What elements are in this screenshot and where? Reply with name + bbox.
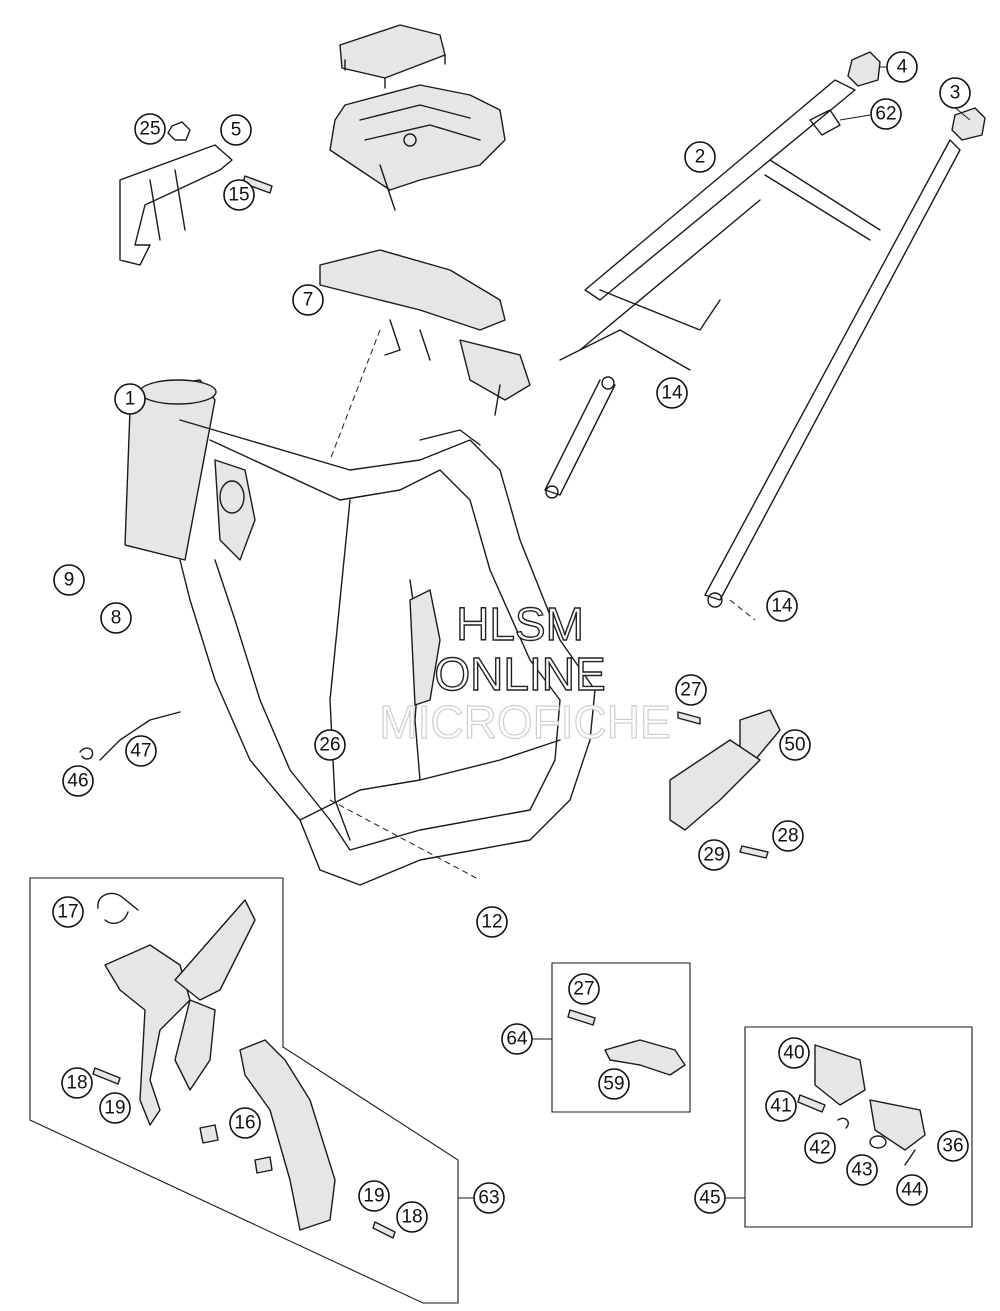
svg-text:12: 12 — [481, 912, 502, 933]
cable-part — [99, 711, 181, 761]
svg-text:18: 18 — [401, 1207, 422, 1228]
callout-27a: 27 — [675, 674, 707, 706]
callout-7: 7 — [292, 284, 324, 316]
svg-text:29: 29 — [703, 845, 724, 866]
svg-text:64: 64 — [506, 1029, 528, 1050]
callout-18b: 18 — [396, 1201, 428, 1233]
svg-text:19: 19 — [104, 1098, 125, 1119]
svg-text:27: 27 — [680, 680, 701, 701]
svg-text:40: 40 — [783, 1043, 804, 1064]
svg-text:4: 4 — [897, 57, 908, 78]
callout-15: 15 — [223, 179, 255, 211]
callout-64: 64 — [501, 1023, 533, 1055]
svg-text:1: 1 — [125, 389, 136, 410]
chain-guide-part — [669, 709, 781, 859]
callout-45: 45 — [694, 1182, 726, 1214]
svg-text:9: 9 — [64, 570, 75, 591]
callout-46: 46 — [62, 765, 94, 797]
callout-14b: 14 — [766, 590, 798, 622]
svg-text:43: 43 — [851, 1160, 872, 1181]
svg-text:50: 50 — [784, 735, 805, 756]
callout-18a: 18 — [61, 1067, 93, 1099]
frame-protector-part — [92, 892, 396, 1239]
watermark-line-2: ONLINE — [434, 648, 605, 700]
svg-text:26: 26 — [319, 735, 340, 756]
svg-text:14: 14 — [771, 596, 793, 617]
svg-text:8: 8 — [111, 608, 122, 629]
svg-text:41: 41 — [770, 1096, 791, 1117]
callout-63: 63 — [473, 1182, 505, 1214]
svg-text:46: 46 — [67, 771, 88, 792]
callout-44: 44 — [896, 1174, 928, 1206]
svg-text:15: 15 — [228, 185, 249, 206]
callout-50: 50 — [779, 729, 811, 761]
main-frame-part — [124, 379, 596, 886]
clip-part — [79, 747, 94, 760]
svg-text:17: 17 — [57, 902, 78, 923]
assembly-line-14 — [729, 599, 756, 621]
svg-text:28: 28 — [777, 826, 798, 847]
svg-text:36: 36 — [942, 1136, 963, 1157]
electronics-tray-part — [329, 24, 506, 211]
callout-16: 16 — [229, 1107, 261, 1139]
svg-text:45: 45 — [699, 1188, 720, 1209]
svg-text:18: 18 — [66, 1073, 87, 1094]
callout-12: 12 — [476, 906, 508, 938]
svg-text:27: 27 — [573, 979, 594, 1000]
callout-2: 2 — [684, 141, 716, 173]
svg-text:16: 16 — [234, 1113, 255, 1134]
callout-17: 17 — [52, 896, 84, 928]
callout-28: 28 — [772, 820, 804, 852]
svg-text:47: 47 — [130, 741, 151, 762]
svg-text:3: 3 — [950, 83, 961, 104]
callout-8: 8 — [100, 602, 132, 634]
callout-29: 29 — [698, 839, 730, 871]
svg-text:63: 63 — [478, 1188, 499, 1209]
rear-cover-part — [319, 249, 531, 416]
callout-42: 42 — [804, 1132, 836, 1164]
callout-1: 1 — [114, 383, 146, 415]
callout-47: 47 — [125, 735, 157, 767]
callout-19b: 19 — [358, 1180, 390, 1212]
svg-text:44: 44 — [901, 1180, 923, 1201]
callout-5: 5 — [220, 114, 252, 146]
callout-3: 3 — [939, 77, 971, 109]
svg-text:19: 19 — [363, 1186, 384, 1207]
footrest-box — [744, 1026, 973, 1228]
callout-14a: 14 — [656, 377, 688, 409]
svg-text:59: 59 — [603, 1074, 624, 1095]
svg-text:25: 25 — [139, 119, 160, 140]
chain-slider-part — [567, 1009, 686, 1076]
callout-25: 25 — [134, 113, 166, 145]
svg-text:5: 5 — [231, 120, 242, 141]
footrest-part — [797, 1044, 926, 1166]
callout-43: 43 — [846, 1154, 878, 1186]
watermark-line-1: HLSM — [456, 598, 584, 650]
assembly-line-12 — [329, 799, 481, 881]
callout-26: 26 — [314, 729, 346, 761]
callout-9: 9 — [53, 564, 85, 596]
callout-62: 62 — [870, 98, 902, 130]
subframe-part — [544, 51, 986, 608]
svg-text:62: 62 — [875, 104, 896, 125]
callout-4: 4 — [886, 51, 918, 83]
frame-protector-box — [29, 877, 459, 1304]
svg-text:2: 2 — [695, 147, 706, 168]
watermark-line-3: MICROFICHE — [379, 696, 670, 748]
callout-40: 40 — [778, 1037, 810, 1069]
svg-text:7: 7 — [303, 290, 314, 311]
assembly-line-7 — [329, 329, 381, 461]
callout-19a: 19 — [99, 1092, 131, 1124]
callout-41: 41 — [765, 1090, 797, 1122]
callout-36: 36 — [937, 1130, 969, 1162]
callout-59: 59 — [598, 1068, 630, 1100]
bracket-part — [119, 121, 273, 266]
callout-27b: 27 — [568, 973, 600, 1005]
svg-text:42: 42 — [809, 1138, 830, 1159]
chain-slider-box — [551, 962, 691, 1113]
svg-text:14: 14 — [661, 383, 683, 404]
